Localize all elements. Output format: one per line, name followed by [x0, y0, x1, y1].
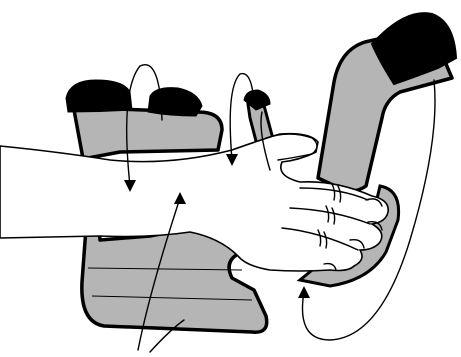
arrow-head-down-icon [124, 180, 136, 192]
hand-illustration [0, 132, 389, 272]
splint-arm-tip-pad [370, 12, 458, 86]
strap-pad-left [65, 79, 133, 113]
arrow-head-up-icon [298, 286, 310, 298]
hand-outline [0, 132, 389, 272]
thumb-outline [265, 133, 318, 161]
finger-crease-1 [299, 187, 369, 201]
knuckle-mark-2 [325, 205, 336, 225]
splint-base-crease-2 [91, 295, 253, 301]
arrow-head-down-icon [226, 154, 238, 166]
splint-base-crease-1 [87, 267, 243, 271]
knuckle-mark-3 [317, 229, 328, 249]
thumb-post-cap [243, 89, 271, 111]
nail-3 [349, 238, 365, 249]
finger-crease-2 [289, 207, 371, 225]
strap-pad-right [147, 87, 203, 117]
nail-2 [367, 220, 383, 231]
nail-1 [365, 198, 383, 207]
arrow-strap-down [124, 63, 163, 192]
arrow-base-up [137, 192, 186, 353]
arrow-arm-up [298, 79, 436, 341]
nail-4 [323, 262, 337, 271]
knuckle-mark-1 [331, 183, 342, 203]
rotation-arrows [124, 63, 436, 353]
arrow-thumb-down [226, 72, 255, 166]
arrow-head-up-icon [174, 192, 186, 204]
arrow-thumb-post [260, 111, 271, 171]
